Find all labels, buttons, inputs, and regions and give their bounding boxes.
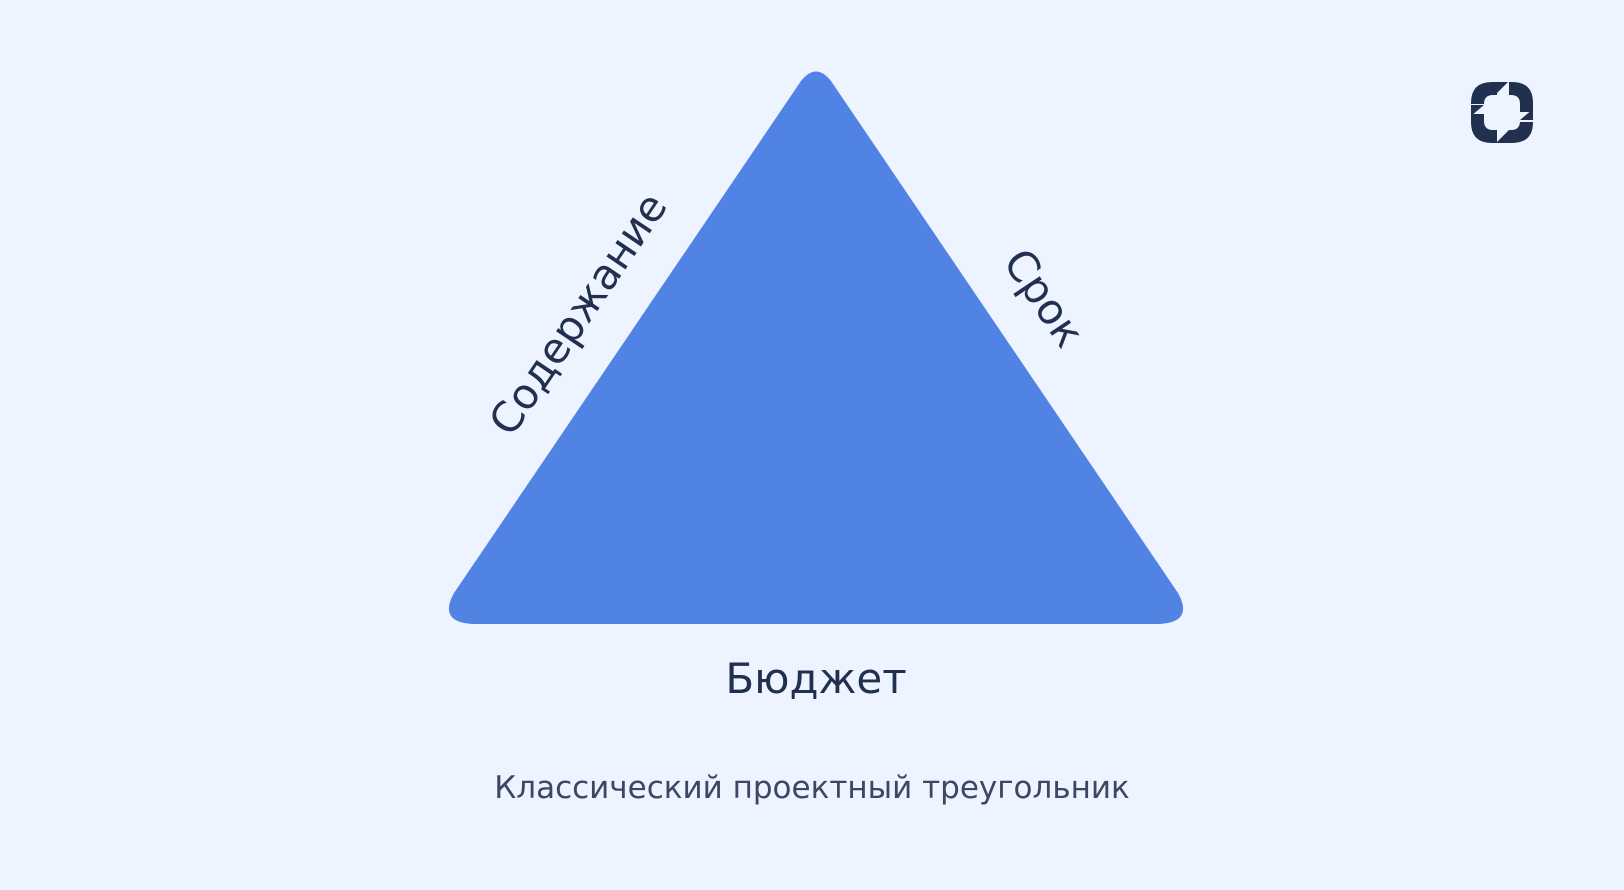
right-edge-label: Срок — [994, 240, 1094, 356]
bottom-edge-label: Бюджет — [725, 654, 906, 703]
triangle-shape — [448, 71, 1184, 624]
diagram-caption: Классический проектный треугольник — [494, 770, 1130, 806]
refresh-square-logo-icon — [1468, 80, 1536, 145]
